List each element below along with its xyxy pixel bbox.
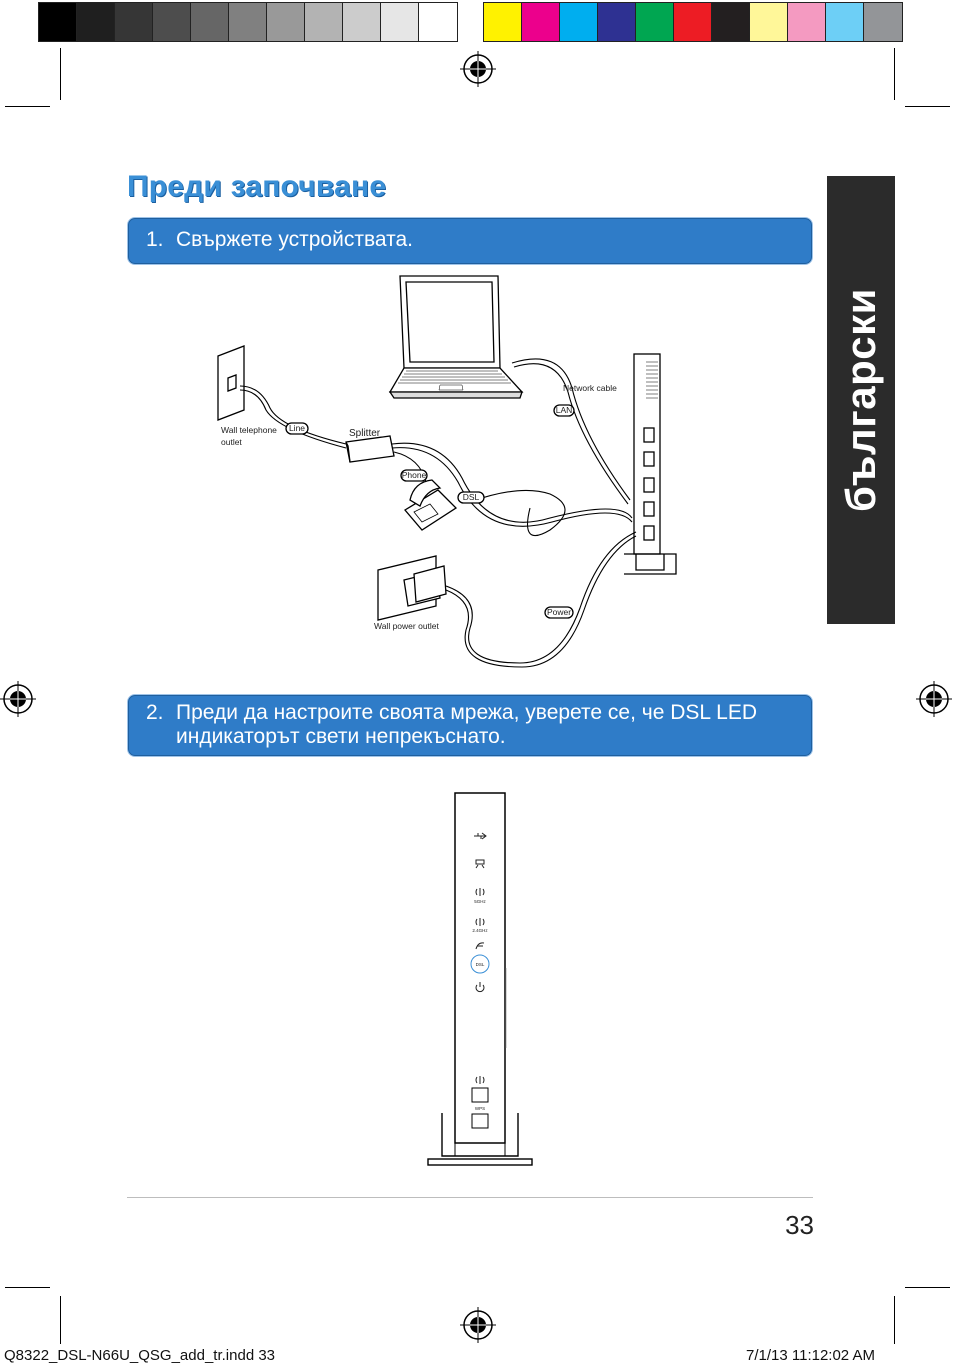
laptop-icon [388,275,524,399]
process-color-swatch [788,3,826,41]
label-dsl-led: DSL [476,962,485,967]
gray-swatch [381,3,419,41]
process-color-swatch [826,3,864,41]
process-color-swatch [674,3,712,41]
gray-swatch [229,3,267,41]
footer-divider [127,1197,813,1198]
language-side-tab: български [827,176,895,624]
registration-mark-top [460,51,496,87]
telephone-icon [404,479,458,531]
power-label: Power [547,607,571,617]
usb-icon [474,832,487,840]
step-1-number: 1. [146,228,164,251]
registration-mark-bottom [460,1307,496,1343]
process-color-swatch [598,3,636,41]
process-color-swatch [712,3,750,41]
process-color-bar [483,2,903,42]
gray-swatch [343,3,381,41]
date-slug: 7/1/13 11:12:02 AM [746,1347,875,1364]
wifi-24ghz-icon [475,918,485,926]
grayscale-color-bar [38,2,458,42]
process-color-swatch [864,3,902,41]
internet-icon [475,942,485,950]
label-wps: WPS [475,1106,485,1111]
connection-diagram: Network cable LAN Line Phone DSL Power W… [217,275,677,668]
process-color-swatch [560,3,598,41]
wifi-5ghz-icon [475,888,485,896]
language-label: български [837,288,884,512]
step-2-text: Преди да настроите своята мрежа, уверете… [176,701,757,748]
registration-mark-right [916,681,952,717]
page-number: 33 [785,1210,814,1240]
label-5ghz: 5GHz [474,899,486,904]
gray-swatch [39,3,77,41]
file-slug: Q8322_DSL-N66U_QSG_add_tr.indd 33 [4,1347,276,1364]
gray-swatch [419,3,457,41]
process-color-swatch [636,3,674,41]
label-24ghz: 2.4GHz [472,928,488,933]
gray-swatch [153,3,191,41]
step-1-text: Свържете устройствата. [176,228,413,251]
splitter-icon [345,435,395,463]
process-color-swatch [750,3,788,41]
wall-power-outlet-icon [377,555,447,621]
gray-swatch [305,3,343,41]
lan-label: LAN [556,405,573,415]
power-icon [475,982,485,993]
wall-power-outlet-label: Wall power outlet [374,621,440,631]
gray-swatch [267,3,305,41]
phone-label: Phone [402,470,427,480]
wall-telephone-outlet-label: Wall telephone outlet [221,425,277,447]
gray-swatch [77,3,115,41]
dsl-label: DSL [463,492,480,502]
process-color-swatch [522,3,560,41]
step-2-banner: 2. Преди да настроите своята мрежа, увер… [127,694,813,757]
router-rear-icon [624,353,677,575]
router-front-illustration: 5GHz 2.4GHz DSL WPS [427,792,533,1166]
registration-mark-left [0,681,36,717]
step-2-number: 2. [146,701,164,724]
page-title: Преди започване [127,170,387,203]
process-color-swatch [484,3,522,41]
splitter-label: Splitter [349,428,381,439]
lan-icon [475,859,485,869]
line-label: Line [289,423,305,433]
wall-telephone-outlet-icon [217,345,245,421]
gray-swatch [115,3,153,41]
step-1-banner: 1. Свържете устройствата. [127,217,813,265]
network-cable-label: Network cable [563,383,617,393]
gray-swatch [191,3,229,41]
wps-wifi-icon [475,1076,485,1084]
